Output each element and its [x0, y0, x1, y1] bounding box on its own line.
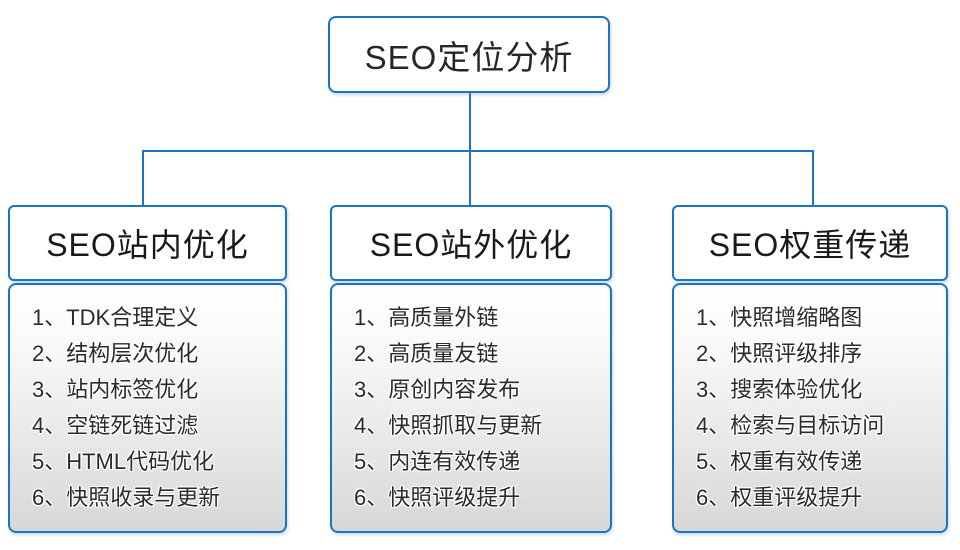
connector-drop-middle	[469, 151, 471, 206]
list-item: 6、权重评级提升	[696, 485, 863, 510]
column-weight-header: SEO权重传递	[672, 205, 948, 281]
list-item: 4、检索与目标访问	[696, 413, 885, 438]
column-offsite-optimization: SEO站外优化 1、高质量外链 2、高质量友链 3、原创内容发布 4、快照抓取与…	[330, 205, 612, 535]
list-item: 1、TDK合理定义	[32, 305, 199, 330]
root-node-label: SEO定位分析	[364, 38, 574, 76]
column-offsite-header: SEO站外优化	[330, 205, 612, 281]
list-item: 6、快照评级提升	[354, 485, 521, 510]
list-item: 1、高质量外链	[354, 305, 499, 330]
column-onsite-header: SEO站内优化	[8, 205, 287, 281]
list-item: 5、内连有效传递	[354, 449, 521, 474]
list-item: 2、结构层次优化	[32, 341, 199, 366]
list-item: 6、快照收录与更新	[32, 485, 221, 510]
column-weight-transfer: SEO权重传递 1、快照增缩略图 2、快照评级排序 3、搜索体验优化 4、检索与…	[672, 205, 948, 535]
list-item: 2、高质量友链	[354, 341, 499, 366]
list-item: 5、权重有效传递	[696, 449, 863, 474]
list-item: 2、快照评级排序	[696, 341, 863, 366]
column-weight-title: SEO权重传递	[708, 227, 912, 263]
column-weight-body: 1、快照增缩略图 2、快照评级排序 3、搜索体验优化 4、检索与目标访问 5、权…	[672, 283, 948, 533]
column-onsite-title: SEO站内优化	[46, 227, 249, 263]
list-item: 1、快照增缩略图	[696, 305, 863, 330]
column-offsite-title: SEO站外优化	[369, 227, 573, 263]
connector-branch-bar	[142, 150, 814, 152]
list-item: 5、HTML代码优化	[32, 449, 215, 474]
connector-drop-right	[812, 151, 814, 206]
list-item: 4、空链死链过滤	[32, 413, 199, 438]
column-onsite-optimization: SEO站内优化 1、TDK合理定义 2、结构层次优化 3、站内标签优化 4、空链…	[8, 205, 287, 535]
column-offsite-body: 1、高质量外链 2、高质量友链 3、原创内容发布 4、快照抓取与更新 5、内连有…	[330, 283, 612, 533]
list-item: 3、搜索体验优化	[696, 377, 863, 402]
list-item: 4、快照抓取与更新	[354, 413, 543, 438]
connector-root-stem	[469, 93, 471, 151]
list-item: 3、原创内容发布	[354, 377, 521, 402]
connector-drop-left	[142, 151, 144, 206]
column-onsite-body: 1、TDK合理定义 2、结构层次优化 3、站内标签优化 4、空链死链过滤 5、H…	[8, 283, 287, 533]
root-node: SEO定位分析	[328, 16, 610, 93]
list-item: 3、站内标签优化	[32, 377, 199, 402]
